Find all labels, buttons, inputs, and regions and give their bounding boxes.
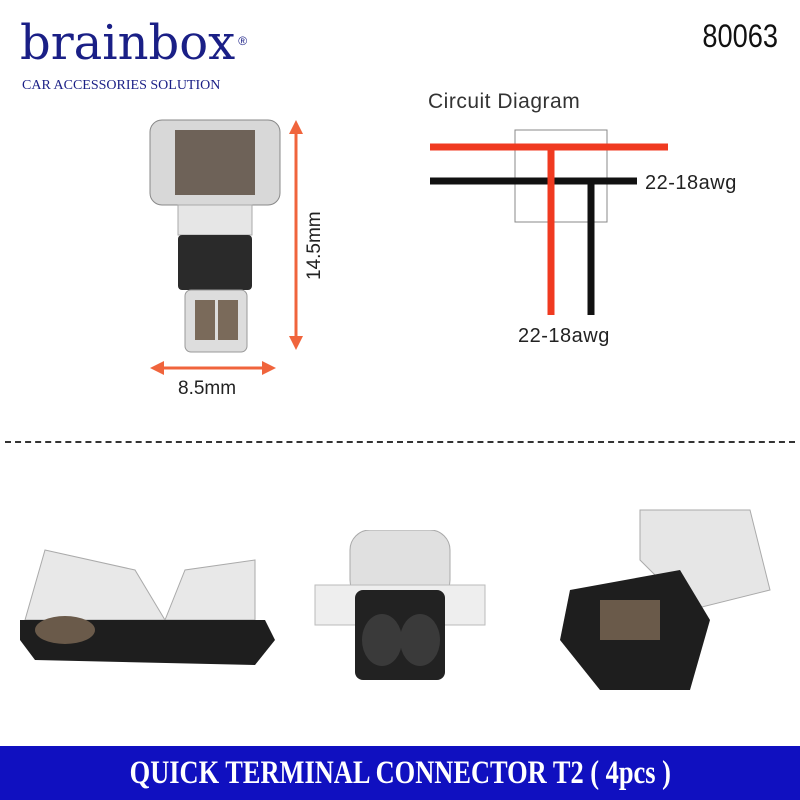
brand-name: brainbox [20,15,236,71]
height-dimension-label: 14.5mm [304,211,325,280]
product-code: 80063 [702,18,778,54]
main-wire-gauge-label: 22-18awg [645,172,737,194]
product-title-banner: QUICK TERMINAL CONNECTOR T2 ( 4pcs ) [0,746,800,800]
section-divider [5,441,795,443]
tap-wire-gauge-label: 22-18awg [518,325,610,347]
connector-side-view-image [20,549,275,665]
circuit-diagram-title: Circuit Diagram [428,90,581,113]
connector-angled-view-image [560,509,771,690]
dimension-arrows [150,120,668,375]
brand-tagline: CAR ACCESSORIES SOLUTION [22,78,221,93]
registered-mark: ® [238,34,248,48]
product-title: QUICK TERMINAL CONNECTOR T2 ( 4pcs ) [129,754,671,791]
brand-logo-row: brainbox ® [20,14,247,72]
connector-top-view-image [149,119,281,353]
width-dimension-label: 8.5mm [178,378,237,399]
connector-front-view-image [314,530,486,680]
